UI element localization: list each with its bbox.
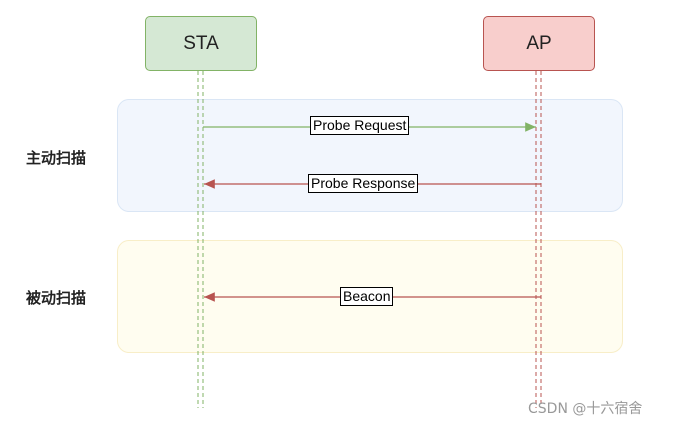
- active-scan-label: 主动扫描: [26, 149, 87, 167]
- probe-request-label: Probe Request: [310, 116, 410, 135]
- ap-node: AP: [483, 16, 595, 71]
- probe-response-label: Probe Response: [308, 174, 419, 193]
- watermark: CSDN @十六宿舍: [528, 401, 643, 417]
- passive-scan-label: 被动扫描: [26, 289, 87, 307]
- beacon-label: Beacon: [340, 287, 394, 306]
- sta-node: STA: [145, 16, 257, 71]
